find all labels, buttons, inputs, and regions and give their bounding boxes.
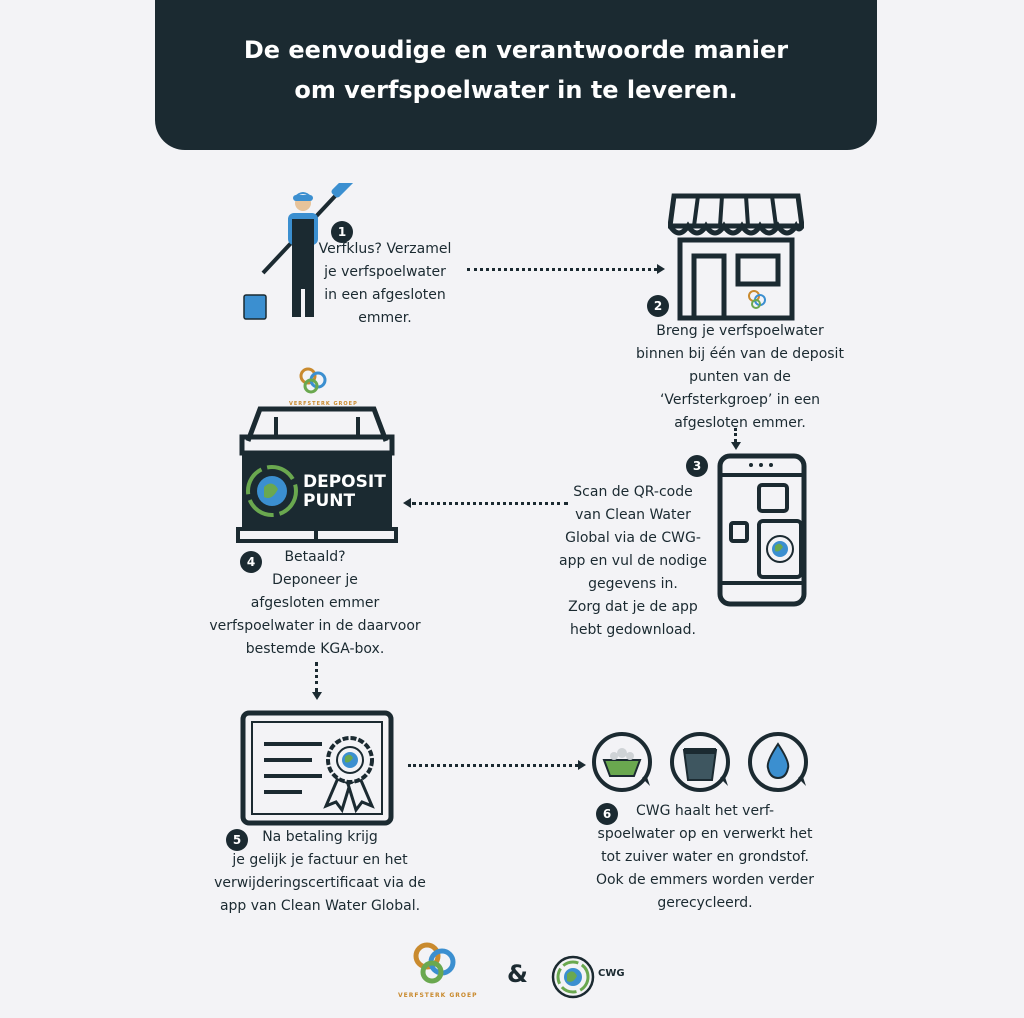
- page-title: De eenvoudige en verantwoorde manier om …: [155, 30, 877, 110]
- verfsterk-caption-small: VERFSTERK GROEP: [289, 401, 358, 407]
- step-3-text: Scan de QR-code van Clean Water Global v…: [559, 484, 707, 638]
- cwg-label: CWG: [598, 968, 625, 979]
- step-4-number: 4: [240, 551, 262, 573]
- arrow-step1-to-step2: [467, 268, 657, 271]
- step-1-text: Verfklus? Verzamel je verfspoelwater in …: [318, 241, 452, 326]
- step-1-number: 1: [331, 221, 353, 243]
- verfsterk-logo-small: [299, 367, 327, 394]
- certificate-icon: [240, 710, 394, 826]
- step-6-number: 6: [596, 803, 618, 825]
- arrow-step5-to-step6: [408, 764, 578, 767]
- arrow-head-3: [403, 498, 411, 508]
- cwg-logo: [551, 955, 595, 999]
- ampersand: &: [507, 960, 528, 988]
- deposit-box-icon: [236, 406, 398, 543]
- title-line-1: De eenvoudige en verantwoorde manier: [243, 36, 789, 64]
- arrow-head-4: [312, 692, 322, 700]
- shop-icon: [668, 193, 804, 321]
- verfsterk-caption: VERFSTERK GROEP: [398, 992, 478, 999]
- header-banner: De eenvoudige en verantwoorde manier om …: [155, 0, 877, 150]
- step-6-text: CWG haalt het verf- spoelwater op en ver…: [595, 803, 815, 911]
- verfsterk-logo: [413, 942, 456, 984]
- arrow-head-2: [731, 442, 741, 450]
- step-2-text: Breng je verfspoelwater binnen bij één v…: [636, 323, 844, 431]
- step-5-text: Na betaling krijg je gelijk je factuur e…: [214, 829, 426, 914]
- arrow-head-5: [578, 760, 586, 770]
- arrow-step3-to-step4: [412, 502, 568, 505]
- title-line-2: om verfspoelwater in te leveren.: [294, 76, 738, 104]
- phone-icon: [717, 453, 807, 607]
- arrow-step4-to-step5: [315, 662, 318, 692]
- recycle-icons: [592, 732, 808, 792]
- step-3-number: 3: [686, 455, 708, 477]
- step-4-text: Betaald? Deponeer je afgesloten emmer ve…: [209, 549, 421, 657]
- arrow-head-1: [657, 264, 665, 274]
- step-2-number: 2: [647, 295, 669, 317]
- painter-icon: [243, 183, 355, 320]
- step-5-number: 5: [226, 829, 248, 851]
- arrow-step2-to-step3: [734, 428, 737, 442]
- deposit-label: DEPOSIT PUNT: [303, 472, 386, 511]
